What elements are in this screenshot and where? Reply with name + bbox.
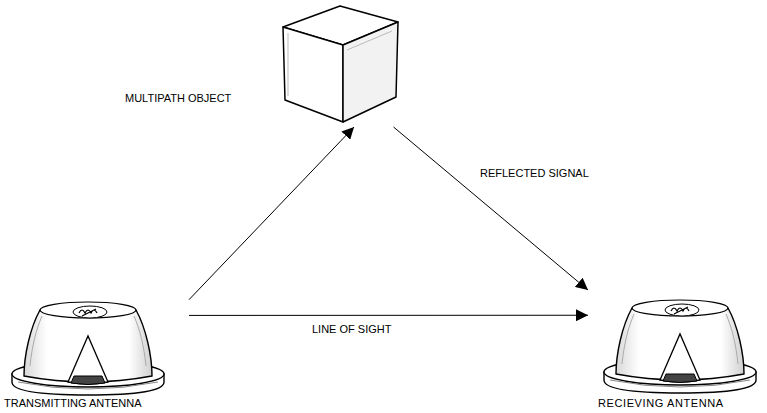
receiving-antenna-figure <box>604 300 756 393</box>
transmitting-antenna-figure <box>12 302 164 395</box>
object-node: MULTIPATH OBJECT <box>120 2 402 127</box>
signal-arrow <box>189 315 588 316</box>
signal-label: REFLECTED SIGNAL <box>478 166 591 180</box>
signal-arrow <box>394 127 588 290</box>
antenna-node: RECIEVING ANTENNA <box>588 285 763 411</box>
antenna-node: TRANSMITTING ANTENNA <box>4 290 189 411</box>
node-label: MULTIPATH OBJECT <box>125 91 231 105</box>
node-label: TRANSMITTING ANTENNA <box>4 396 142 410</box>
node-label: RECIEVING ANTENNA <box>598 396 724 410</box>
cube-figure <box>283 6 398 122</box>
signal-label: LINE OF SIGHT <box>310 322 393 336</box>
signal-arrow <box>189 127 354 300</box>
